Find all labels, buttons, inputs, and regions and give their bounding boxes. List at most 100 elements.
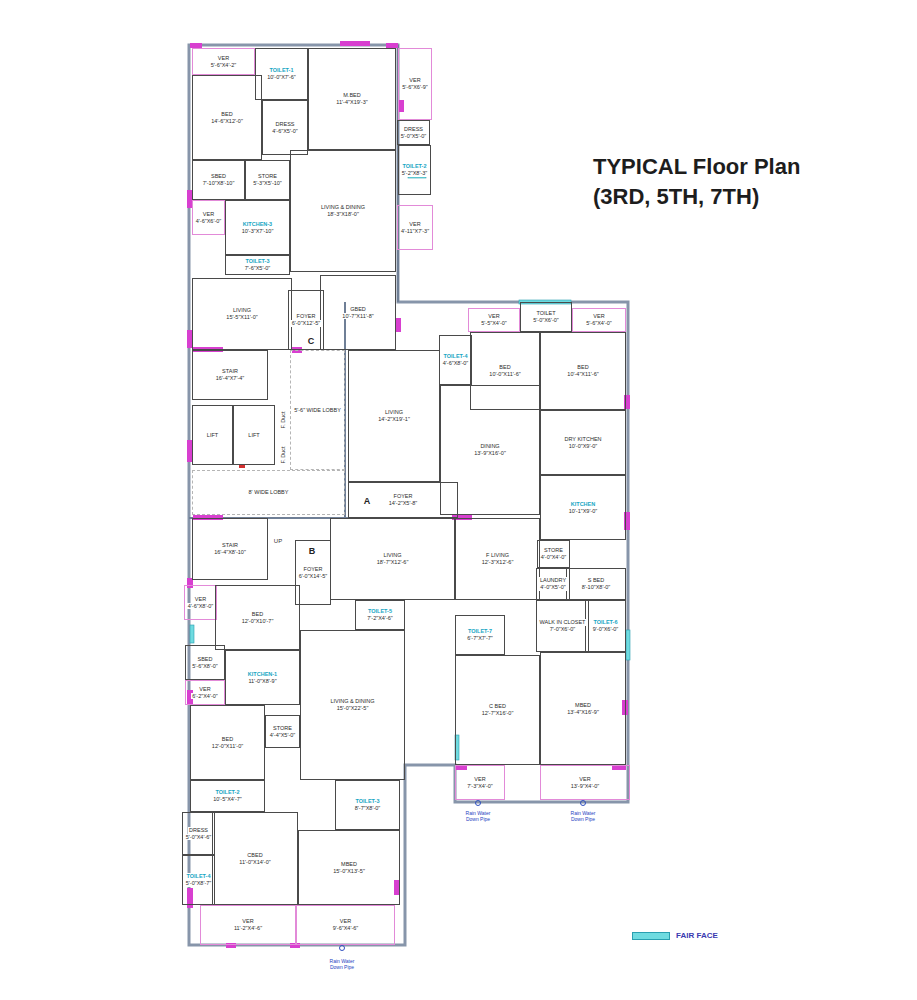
room-box: 8' WIDE LOBBY <box>192 470 345 515</box>
room-name: TOILET-2 <box>401 163 427 170</box>
room-box: LIVING18'-7"X12'-6" <box>330 518 455 600</box>
room-name: WALK IN CLOSET <box>539 619 587 626</box>
room-dimension: 10'-4"X11'-6" <box>566 371 599 378</box>
room-name: GBED <box>349 306 367 313</box>
verandah-room: VER5'-6"X4'-2" <box>192 48 255 75</box>
room-name: VER <box>217 55 230 62</box>
party-wall <box>189 302 455 518</box>
room-name: TOILET-7 <box>467 628 493 635</box>
room-box: LIVING & DINING15'-0"X22'-5" <box>300 630 405 780</box>
room-dimension: 6'-0"X14'-5" <box>298 573 329 580</box>
room-name: LIFT <box>247 432 260 439</box>
room-box: BED12'-0"X10'-7" <box>215 585 300 650</box>
pipe-note: Rain Water Down Pipe <box>324 958 360 970</box>
room-name: TOILET-4 <box>185 873 211 880</box>
room-name: TOILET-1 <box>268 67 294 74</box>
room-dimension: 6'-2"X4'-0" <box>191 693 219 700</box>
room-name: VER <box>198 686 211 693</box>
window-mark <box>622 700 628 715</box>
rain-water-pipe <box>340 946 345 951</box>
room-box: C BED12'-7"X16'-0" <box>455 655 540 765</box>
room-name: STAIR <box>221 542 239 549</box>
room-dimension: 12'-3"X12'-6" <box>481 559 515 566</box>
plan-title: TYPICAL Floor Plan (3RD, 5TH, 7TH) <box>593 152 821 211</box>
rain-water-pipe <box>476 801 481 806</box>
room-dimension: 5'-3"X5'-10" <box>252 180 283 187</box>
room-name: CBED <box>246 852 263 859</box>
room-box: TOILET-57'-2"X4'-6" <box>355 600 405 630</box>
room-dimension: 12'-0"X10'-7" <box>241 618 275 625</box>
room-dimension: 5'-0"X4'-6" <box>185 834 213 841</box>
room-dimension: 4'-11"X7'-3" <box>400 228 430 235</box>
room-name: MBED <box>340 861 358 868</box>
verandah-room: VER7'-3"X4'-0" <box>455 765 505 800</box>
room-name: LIVING <box>232 307 252 314</box>
room-box: DRESS5'-0"X4'-6" <box>182 812 215 855</box>
room-dimension: 5'-0"X5'-0" <box>400 133 428 140</box>
verandah-room: VER4'-6"X6'-0" <box>192 200 225 235</box>
room-box: TOILET-25'-2"X8'-3" <box>398 145 431 195</box>
room-name: STORE <box>272 725 293 732</box>
room-dimension: 5'-5"X4'-0" <box>480 320 508 327</box>
room-box: STORE4'-4"X5'-0" <box>265 715 300 748</box>
room-dimension: 15'-0"X13'-5" <box>332 868 366 875</box>
room-name: FOYER <box>296 313 317 320</box>
room-name: TOILET-2 <box>214 789 240 796</box>
legend-text: FAIR FACE <box>676 931 718 940</box>
outer-wall <box>189 45 628 945</box>
room-dimension: 4'-4"X5'-0" <box>269 732 297 739</box>
verandah-room: VER9'-6"X4'-6" <box>296 905 395 945</box>
room-name: LAUNDRY <box>539 577 567 584</box>
room-dimension: 18'-3"X18'-0" <box>326 211 360 218</box>
room-box: LIVING15'-5"X11'-0" <box>192 278 292 350</box>
room-name: BED <box>221 736 234 743</box>
room-name: M.BED <box>342 92 361 99</box>
room-box: KITCHEN-310'-3"X7'-10" <box>225 200 290 255</box>
room-dimension: 18'-7"X12'-6" <box>376 559 410 566</box>
room-box: LIVING14'-2"X19'-1" <box>348 350 440 482</box>
room-name: VER <box>408 221 421 228</box>
room-dimension: 5'-6"X4'-0" <box>585 320 613 327</box>
room-dimension: 13'-9"X16'-0" <box>473 450 507 457</box>
room-box: BED14'-6"X12'-0" <box>192 75 262 160</box>
room-dimension: 7'-6"X5'-0" <box>244 265 272 272</box>
plan-label: F. Duct <box>280 446 287 463</box>
room-dimension: 14'-2"X5'-8" <box>388 500 419 507</box>
room-box: LIVING & DINING18'-3"X18'-0" <box>290 150 396 272</box>
window-mark <box>624 395 630 409</box>
room-dimension: 5'-0"X8'-7" <box>185 880 213 887</box>
room-box: TOILET-45'-0"X8'-7" <box>182 855 215 905</box>
room-box: M.BED11'-4"X19'-3" <box>308 48 396 150</box>
room-box: LIFT <box>192 405 233 465</box>
room-name: DRESS <box>403 126 424 133</box>
room-name: BED <box>251 611 264 618</box>
pipe-note: Rain Water Down Pipe <box>460 810 496 822</box>
room-dimension: 7'-10"X8'-10" <box>202 180 236 187</box>
room-name: VER <box>194 596 207 603</box>
room-name: VER <box>473 776 486 783</box>
room-dimension: 6'-0"X12'-5" <box>291 320 322 327</box>
room-box: TOILET-38'-7"X8'-0" <box>335 780 400 830</box>
room-dimension: 11'-2"X4'-6" <box>233 925 263 932</box>
room-name: 8' WIDE LOBBY <box>248 489 290 496</box>
room-name: TOILET-3 <box>244 258 270 265</box>
room-name: FOYER <box>393 493 414 500</box>
room-box: MBED15'-0"X13'-5" <box>298 830 400 905</box>
room-box: KITCHEN-111'-0"X8'-9" <box>225 650 300 705</box>
room-box: BED10'-0"X11'-6" <box>470 332 540 410</box>
room-dimension: 5'-6"X6'-9" <box>401 84 429 91</box>
room-name: DRY KITCHEN <box>563 436 602 443</box>
room-dimension: 4'-0"X4'-0" <box>540 554 568 561</box>
room-dimension: 11'-0"X8'-9" <box>247 678 277 685</box>
room-name: LIVING <box>384 409 404 416</box>
room-dimension: 4'-0"X5'-0" <box>539 584 567 591</box>
room-dimension: 15'-5"X11'-0" <box>225 314 258 321</box>
room-dimension: 11'-0"X14'-0" <box>238 859 271 866</box>
legend-swatch <box>632 932 670 940</box>
room-name: S BED <box>587 577 606 584</box>
verandah-room: VER13'-9"X4'-0" <box>540 765 630 800</box>
room-dimension: 5'-2"X8'-3" <box>401 170 429 177</box>
room-dimension: 4'-6"X6'-0" <box>195 218 223 225</box>
room-name: DINING <box>479 443 500 450</box>
